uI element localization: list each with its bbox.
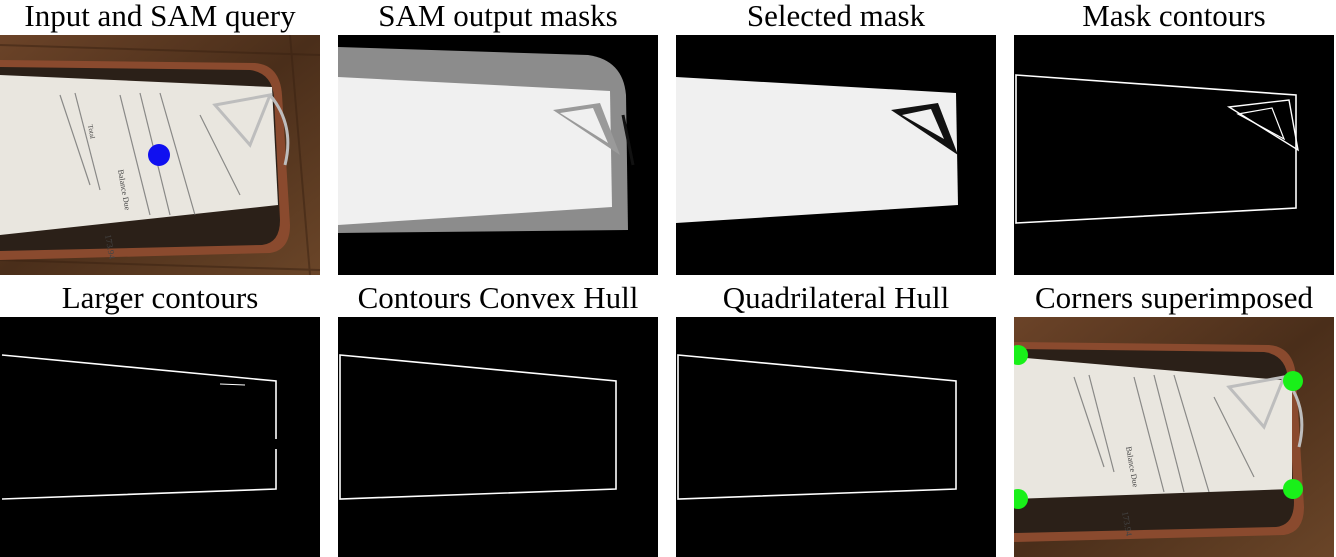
panel-selected-mask: Selected mask — [676, 0, 996, 275]
panel-mask-contours: Mask contours — [1014, 0, 1334, 275]
panel-title: Quadrilateral Hull — [722, 280, 950, 315]
convex-hull-image — [338, 317, 658, 557]
panel-quadrilateral-hull: Quadrilateral Hull — [676, 282, 996, 557]
panel-title: SAM output masks — [378, 0, 618, 33]
panel-larger-contours: Larger contours — [0, 282, 320, 557]
query-point-marker — [148, 144, 170, 166]
balance-value-text: 173.94 — [103, 234, 117, 261]
input-photo: Balance Due Total 173.94 — [0, 35, 320, 275]
corner-marker-bottom-left — [1014, 489, 1028, 509]
panel-input-sam-query: Input and SAM query — [0, 0, 320, 275]
selected-mask-image — [676, 35, 996, 275]
panel-title: Selected mask — [746, 0, 926, 33]
panel-corners-superimposed: Corners superimposed Bala — [1014, 282, 1334, 557]
balance-value-text: 173.94 — [1120, 511, 1134, 538]
total-text: Total — [86, 124, 96, 140]
panel-title: Corners superimposed — [1034, 280, 1314, 315]
quadrilateral-hull-image — [676, 317, 996, 557]
larger-contours-image — [0, 317, 320, 557]
corners-image: Balance Due 173.94 — [1014, 317, 1334, 557]
corner-marker-top-left — [1014, 345, 1028, 365]
panel-contours-convex-hull: Contours Convex Hull — [338, 282, 658, 557]
panel-title: Mask contours — [1082, 0, 1266, 33]
sam-masks-image — [338, 35, 658, 275]
panel-title: Larger contours — [61, 280, 259, 315]
panel-sam-output-masks: SAM output masks — [338, 0, 658, 275]
corner-marker-top-right — [1283, 371, 1303, 391]
panel-title: Contours Convex Hull — [357, 280, 639, 315]
corner-marker-bottom-right — [1283, 479, 1303, 499]
mask-contours-image — [1014, 35, 1334, 275]
panel-title: Input and SAM query — [24, 0, 296, 33]
